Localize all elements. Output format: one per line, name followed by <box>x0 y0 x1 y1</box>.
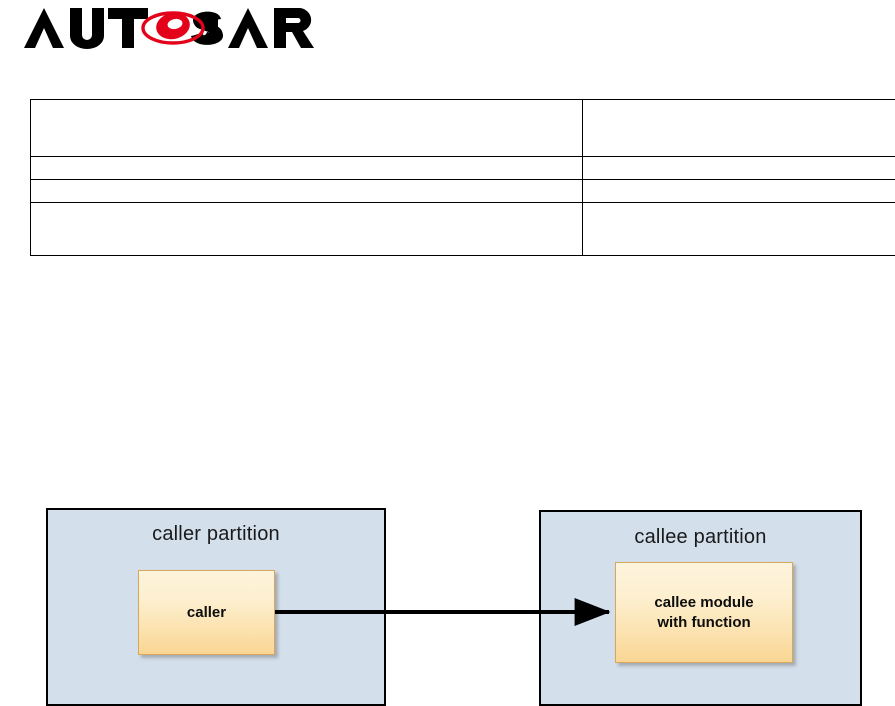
callee-module-label-line2: with function <box>657 613 751 631</box>
caller-partition-title: caller partition <box>152 523 280 545</box>
caller-module-label: caller <box>186 603 227 621</box>
table-cell-right <box>582 99 895 157</box>
autosar-o-mark <box>141 11 205 45</box>
table-cell-right <box>582 156 895 180</box>
callee-module-label: callee module with function <box>654 593 753 631</box>
autosar-logo <box>22 4 352 52</box>
table-cell-left <box>30 99 583 157</box>
callee-module-box: callee module with function <box>615 562 793 663</box>
table-cell-right <box>582 202 895 256</box>
table-row <box>30 99 895 157</box>
table-row <box>30 202 895 256</box>
table-cell-left <box>30 202 583 256</box>
document-table <box>30 99 895 256</box>
callee-partition-title: callee partition <box>634 526 767 548</box>
table-row <box>30 156 895 180</box>
caller-module-box: caller <box>138 570 275 655</box>
callee-module-label-line1: callee module <box>654 594 754 612</box>
